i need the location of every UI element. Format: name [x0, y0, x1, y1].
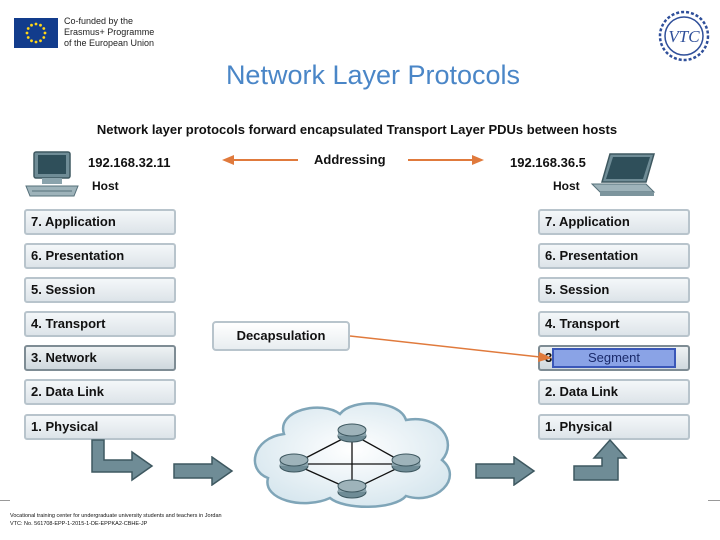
right-layer-transport: 4. Transport [538, 311, 690, 337]
right-layer-presentation: 6. Presentation [538, 243, 690, 269]
right-host-ip: 192.168.36.5 [510, 155, 586, 170]
addressing-arrows [222, 155, 484, 165]
left-layer-network: 3. Network [24, 345, 176, 371]
left-layer-physical: 1. Physical [24, 414, 176, 440]
layer-number: 2. [31, 384, 42, 399]
layer-number: 2. [545, 384, 556, 399]
right-host-label: Host [553, 179, 580, 193]
layer-name: Physical [555, 419, 613, 434]
laptop-icon [588, 152, 658, 198]
layer-name: Data Link [45, 384, 104, 399]
layer-name: Presentation [559, 248, 639, 263]
footer-rule [0, 500, 10, 501]
layer-number: 7. [31, 214, 42, 229]
left-host-ip: 192.168.32.11 [88, 155, 171, 170]
eu-line: Co-funded by the [64, 16, 134, 26]
layer-name: Data Link [559, 384, 618, 399]
layer-number: 4. [545, 316, 556, 331]
right-layer-application: 7. Application [538, 209, 690, 235]
layer-name: Transport [559, 316, 620, 331]
eu-line: of the European Union [64, 38, 155, 48]
diagram-caption: Network layer protocols forward encapsul… [96, 122, 618, 137]
right-up-arrow-icon [573, 438, 628, 481]
layer-number: 1. [545, 419, 556, 434]
desktop-computer-icon [24, 150, 80, 198]
left-layer-application: 7. Application [24, 209, 176, 235]
layer-number: 1. [31, 419, 42, 434]
footer-line: VTC: No. 561708-EPP-1-2015-1-DE-EPPKA2-C… [10, 521, 148, 527]
layer-number: 5. [31, 282, 42, 297]
layer-number: 4. [31, 316, 42, 331]
layer-name: Physical [45, 419, 99, 434]
footer-line: Vocational training center for undergrad… [10, 513, 222, 519]
network-cloud [253, 402, 451, 508]
layer-number: 6. [31, 248, 42, 263]
eu-flag-logo [14, 18, 58, 48]
footer-rule [708, 500, 720, 501]
layer-name: Application [558, 214, 630, 229]
layer-number: 7. [545, 214, 556, 229]
layer-number: 6. [545, 248, 556, 263]
slide-title: Network Layer Protocols [225, 60, 521, 90]
layer-name: Presentation [45, 248, 125, 263]
vtc-logo-text: VTC [668, 27, 700, 46]
left-host-label: Host [92, 179, 119, 193]
right-arrow-icon [475, 456, 536, 486]
right-layer-session: 5. Session [538, 277, 690, 303]
layer-number: 3. [31, 350, 42, 365]
decapsulation-box: Decapsulation [212, 321, 350, 351]
decapsulation-arrow [349, 335, 552, 362]
right-arrow-icon [173, 456, 234, 486]
right-layer-data-link: 2. Data Link [538, 379, 690, 405]
down-right-arrow-icon [91, 439, 154, 482]
layer-name: Session [559, 282, 610, 297]
eu-line: Erasmus+ Programme [64, 27, 155, 37]
segment-pdu: Segment [552, 348, 676, 368]
addressing-label: Addressing [314, 152, 386, 167]
vtc-logo: VTC [658, 10, 710, 62]
right-layer-physical: 1. Physical [538, 414, 690, 440]
left-layer-transport: 4. Transport [24, 311, 176, 337]
eu-cofunded-text: Co-funded by the Erasmus+ Programme of t… [64, 16, 174, 49]
layer-name: Network [45, 350, 97, 365]
layer-name: Session [45, 282, 96, 297]
layer-name: Application [44, 214, 116, 229]
left-layer-session: 5. Session [24, 277, 176, 303]
layer-number: 5. [545, 282, 556, 297]
left-layer-presentation: 6. Presentation [24, 243, 176, 269]
footer-text: Vocational training center for undergrad… [10, 512, 222, 528]
layer-name: Transport [45, 316, 106, 331]
left-layer-data-link: 2. Data Link [24, 379, 176, 405]
